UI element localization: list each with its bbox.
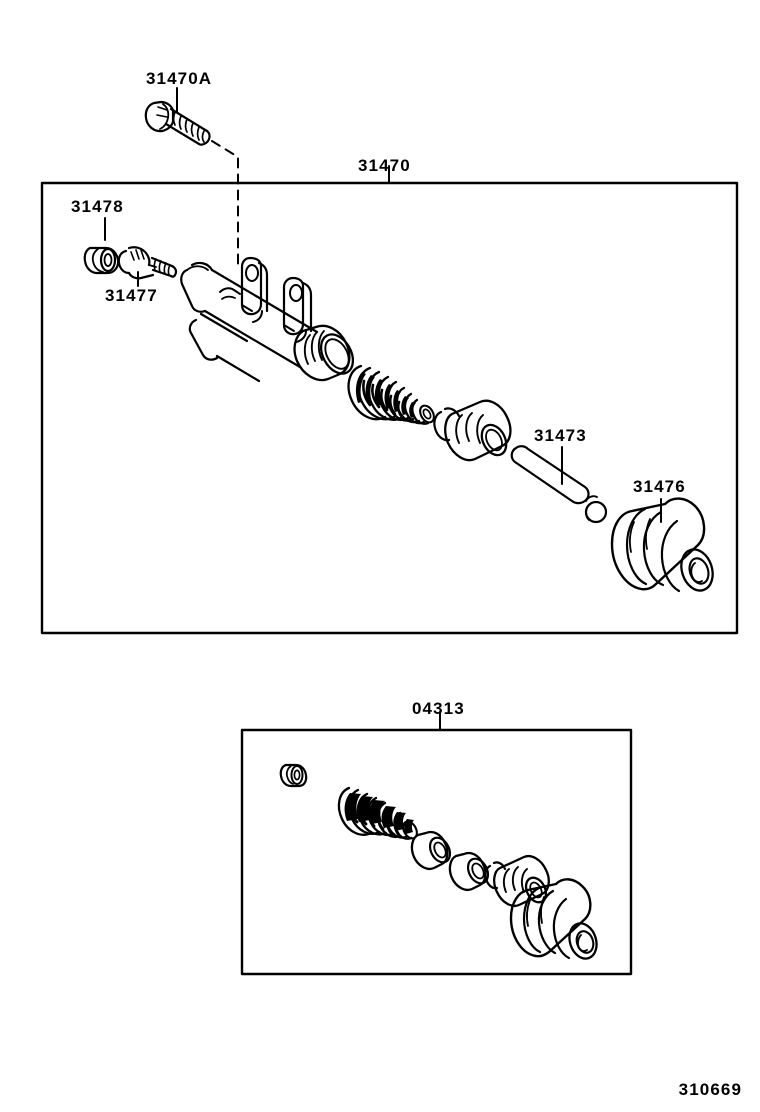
part-dust-boot-31476 — [610, 497, 714, 593]
callout-label-31476: 31476 — [633, 477, 686, 496]
callout-label-31470A: 31470A — [146, 69, 213, 88]
spring-dark-fill-upper — [355, 372, 416, 418]
callout-label-31470: 31470 — [358, 156, 411, 175]
callout-label-04313: 04313 — [412, 699, 465, 718]
part-piston-cup-assembly — [433, 399, 512, 462]
part-push-rod-31473 — [510, 445, 608, 524]
part-bolt-31470A — [144, 87, 211, 146]
callout-label-31477: 31477 — [105, 286, 158, 305]
part-release-cylinder-body — [180, 256, 319, 383]
part-bleeder-plug-31477 — [117, 246, 178, 287]
callout-label-31473: 31473 — [534, 426, 587, 445]
group-box-04313 — [240, 728, 633, 976]
kit-part-cap — [279, 763, 308, 788]
kit-part-dust-boot — [509, 878, 598, 960]
leader-dashed-bolt-to-cylinder — [211, 140, 239, 266]
kit-part-cup-washer-2 — [448, 851, 490, 891]
part-cylinder-bore-mouth — [293, 324, 355, 382]
spring-dark-fill-lower — [344, 793, 414, 834]
catalog-number: 310669 — [678, 1080, 742, 1099]
callout-label-31478: 31478 — [71, 197, 124, 216]
part-cap-31478 — [83, 217, 120, 275]
kit-part-cup-washer-1 — [410, 830, 452, 870]
